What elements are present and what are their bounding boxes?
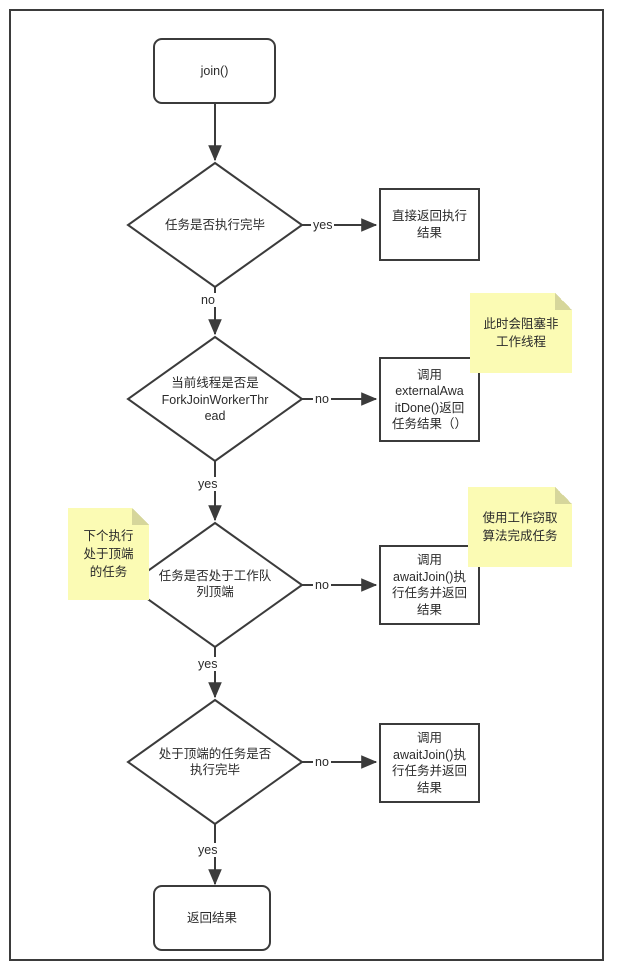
note-text: 下个执行 处于顶端 的任务 (83, 528, 134, 580)
decision-shape-2 (126, 335, 304, 463)
edge-label-d4-no: no (313, 755, 331, 769)
edge-label-d3-no: no (313, 578, 331, 592)
note-fold-corner-icon (555, 487, 572, 504)
node-return-result-directly[interactable]: 直接返回执行 结果 (379, 188, 480, 261)
edge-label-d4-yes: yes (196, 843, 220, 857)
node-start[interactable]: join() (153, 38, 276, 104)
decision-shape-4 (126, 698, 304, 826)
decision-shape-1 (126, 161, 304, 289)
note-execute-next-top-task[interactable]: 下个执行 处于顶端 的任务 (68, 508, 149, 600)
note-fold-corner-icon (132, 508, 149, 525)
page-frame (9, 9, 604, 961)
note-work-stealing-algorithm[interactable]: 使用工作窃取 算法完成任务 (468, 487, 572, 567)
note-text: 此时会阻塞非 工作线程 (483, 316, 559, 349)
node-external-await-done[interactable]: 调用 externalAwa itDone()返回 任务结果（） (379, 357, 480, 442)
node-end[interactable]: 返回结果 (153, 885, 271, 951)
edge-label-d2-no: no (313, 392, 331, 406)
note-fold-corner-icon (555, 293, 572, 310)
node-await-join-run-task[interactable]: 调用 awaitJoin()执 行任务并返回 结果 (379, 545, 480, 625)
note-blocks-non-worker-thread[interactable]: 此时会阻塞非 工作线程 (470, 293, 572, 373)
decision-shape-3 (126, 521, 304, 649)
node-await-join-run-task-2[interactable]: 调用 awaitJoin()执 行任务并返回 结果 (379, 723, 480, 803)
edge-label-d1-no: no (199, 293, 217, 307)
edge-label-d3-yes: yes (196, 657, 220, 671)
edge-label-d1-yes: yes (311, 218, 335, 232)
edge-label-d2-yes: yes (196, 477, 220, 491)
note-text: 使用工作窃取 算法完成任务 (482, 510, 558, 543)
